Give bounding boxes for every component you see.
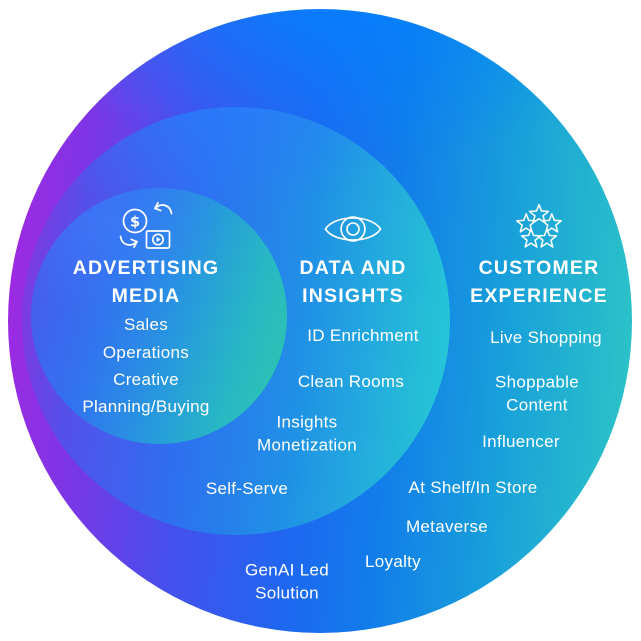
advertising-media-title: ADVERTISING MEDIA: [73, 254, 219, 310]
item-insights-monetization: Insights Monetization: [257, 412, 357, 455]
item-live-shopping: Live Shopping: [490, 327, 602, 347]
item-planning-buying: Planning/Buying: [82, 396, 210, 416]
item-genai-led-solution: GenAI Led Solution: [245, 560, 329, 603]
stars-cluster-icon: [512, 201, 566, 255]
data-insights-title: DATA AND INSIGHTS: [299, 254, 406, 310]
advertising-media-title-line2: MEDIA: [111, 285, 181, 307]
item-self-serve: Self-Serve: [205, 478, 289, 498]
advertising-media-title-line1: ADVERTISING: [72, 257, 220, 279]
item-operations: Operations: [102, 342, 190, 362]
item-metaverse: Metaverse: [405, 516, 489, 536]
money-video-exchange-icon: $: [116, 201, 176, 257]
data-insights-title-line1: DATA AND: [299, 257, 407, 279]
eye-icon: [322, 209, 384, 249]
item-shoppable-content: Shoppable Content: [495, 372, 579, 415]
item-id-enrichment: ID Enrichment: [307, 325, 419, 345]
item-at-shelf-in-store: At Shelf/In Store: [408, 477, 538, 497]
customer-experience-title-line1: CUSTOMER: [478, 257, 600, 279]
item-influencer: Influencer: [482, 431, 560, 451]
svg-text:$: $: [130, 214, 140, 230]
customer-experience-title: CUSTOMER EXPERIENCE: [470, 254, 608, 310]
item-clean-rooms: Clean Rooms: [297, 371, 405, 391]
item-sales: Sales: [123, 314, 169, 334]
item-loyalty: Loyalty: [365, 551, 421, 571]
item-creative: Creative: [113, 369, 179, 389]
customer-experience-title-line2: EXPERIENCE: [470, 285, 608, 307]
data-insights-title-line2: INSIGHTS: [302, 285, 404, 307]
